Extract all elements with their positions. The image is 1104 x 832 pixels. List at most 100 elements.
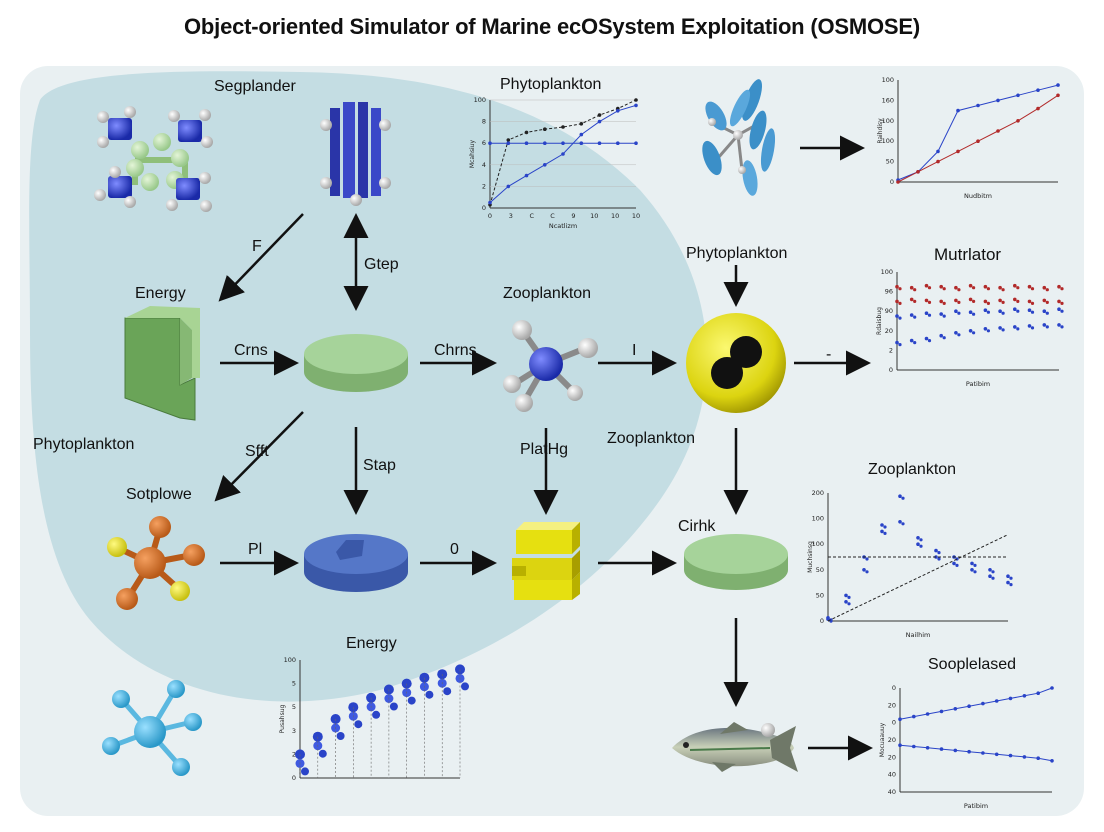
data-point (524, 130, 529, 135)
data-point (937, 557, 941, 561)
data-point (968, 329, 973, 333)
data-point (561, 125, 565, 129)
y-tick-label: 0 (890, 178, 894, 186)
data-point (998, 298, 1002, 303)
data-point (939, 312, 943, 316)
y-tick-label: 2 (889, 346, 893, 354)
data-point (925, 712, 930, 716)
y-tick-label: 96 (885, 288, 893, 296)
data-point (898, 494, 902, 499)
x-tick-label: C (550, 212, 555, 220)
data-point (597, 113, 602, 117)
data-point (957, 311, 961, 315)
data-point (968, 297, 973, 302)
series-line (897, 84, 1059, 181)
data-point (1030, 326, 1035, 330)
data-point (524, 141, 529, 145)
data-point (912, 714, 916, 719)
data-point (970, 561, 974, 566)
data-point (862, 568, 866, 572)
y-tick-label: 20 (888, 753, 896, 761)
data-point (1027, 308, 1032, 313)
data-point (443, 687, 452, 696)
y-tick-label: 0 (889, 366, 893, 374)
label-sfft: Sfft (245, 443, 269, 460)
data-point (1057, 284, 1061, 289)
data-point (898, 717, 902, 721)
data-point (579, 132, 584, 137)
y-tick-label: 0 (292, 774, 296, 782)
data-point (1027, 299, 1032, 304)
data-point (826, 617, 830, 621)
data-point (901, 496, 905, 500)
data-point (901, 522, 905, 526)
y-tick-label: 160 (882, 96, 894, 104)
label-cirhk: Cirhk (678, 518, 716, 535)
x-tick-label: 9 (571, 212, 575, 220)
data-point (898, 520, 902, 524)
data-point (1006, 580, 1010, 585)
data-point (634, 98, 638, 102)
y-tick-label: 20 (888, 736, 896, 744)
x-tick-label: 10 (590, 212, 598, 220)
data-point (916, 542, 920, 546)
data-point (506, 141, 511, 145)
data-point (942, 336, 946, 340)
data-point (354, 720, 363, 729)
x-tick-label: 3 (509, 212, 513, 220)
label-stap: Stap (363, 457, 396, 474)
data-point (988, 568, 992, 572)
data-point (1013, 297, 1017, 302)
y-tick-label: 0 (820, 617, 824, 625)
data-point (1045, 325, 1049, 329)
segplander-molecule-icon (94, 106, 213, 212)
data-point (976, 103, 980, 108)
data-point (954, 285, 958, 290)
y-axis-label: Mcahsiuy (469, 140, 476, 169)
data-point (1042, 323, 1047, 327)
data-point (936, 149, 940, 154)
data-point (957, 300, 961, 304)
data-point (998, 309, 1002, 314)
y-tick-label: 0 (892, 684, 896, 692)
data-point (1050, 759, 1054, 763)
blue-disc-icon (304, 534, 408, 592)
data-point (913, 315, 917, 319)
data-point (916, 536, 920, 540)
x-axis-label: Patibim (964, 802, 988, 810)
data-point (372, 710, 381, 719)
data-point (913, 341, 917, 345)
data-point (895, 314, 899, 318)
data-point (898, 316, 902, 320)
data-point (1016, 327, 1020, 331)
label-phytoplankton-top: Phytoplankton (500, 76, 602, 93)
data-point (927, 313, 932, 317)
data-point (924, 311, 929, 316)
data-point (1022, 755, 1027, 759)
page-title: Object-oriented Simulator of Marine ecOS… (184, 14, 920, 39)
data-point (579, 141, 584, 145)
x-axis-label: Ncatlizm (549, 222, 577, 230)
data-point (968, 310, 973, 315)
data-point (954, 298, 958, 303)
fish-icon (672, 722, 798, 772)
data-point (986, 310, 991, 314)
label-platthg: PlatHg (520, 441, 569, 458)
y-tick-label: 2 (482, 182, 486, 190)
label-phytoplankton-left: Phytoplankton (33, 436, 135, 453)
label-zooplankton-right: Zooplankton (868, 461, 957, 478)
data-point (1057, 323, 1061, 327)
data-point (934, 548, 938, 553)
data-point (986, 329, 991, 333)
data-point (1016, 93, 1020, 98)
data-point (942, 314, 946, 318)
data-point (506, 138, 511, 142)
green-disc-icon (304, 334, 408, 392)
label-pl: Pl (248, 541, 263, 558)
label-phytoplankton-right: Phytoplankton (686, 245, 788, 262)
